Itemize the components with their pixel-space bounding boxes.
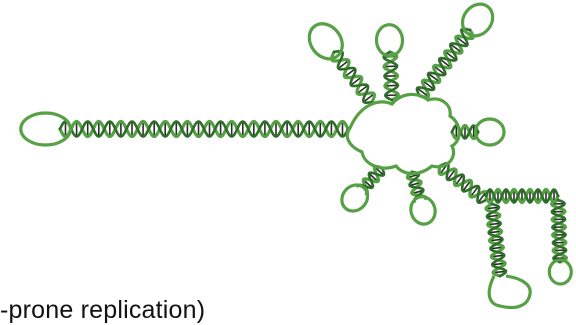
helix-stem-upper <box>384 52 399 100</box>
helix-stem-far-right <box>552 200 567 262</box>
junction-strand <box>347 94 459 173</box>
helix-stem-upper-right <box>417 29 473 97</box>
caption-text: -prone replication) <box>0 296 205 325</box>
hairpin-loop-left <box>21 113 71 145</box>
helix-stem-right-horizontal <box>486 190 558 203</box>
helix-stem-left <box>60 122 348 137</box>
backbone-strand <box>440 163 486 202</box>
helix-stem-upper-left <box>332 51 375 102</box>
hairpin-loop-bottom <box>489 276 530 308</box>
central-junction-loop <box>347 94 459 173</box>
hairpin-loops <box>21 0 572 307</box>
hairpin-loop-right <box>475 119 504 145</box>
helix-stem-bottom <box>486 204 506 276</box>
hairpin-loop-lower <box>408 194 439 227</box>
helix-stem-lower-right <box>439 163 487 202</box>
backbone-strand <box>334 51 372 102</box>
helix-stems <box>60 29 566 276</box>
helix-stem-lower-left <box>358 167 384 194</box>
hairpin-loop-lower-left <box>337 180 373 217</box>
